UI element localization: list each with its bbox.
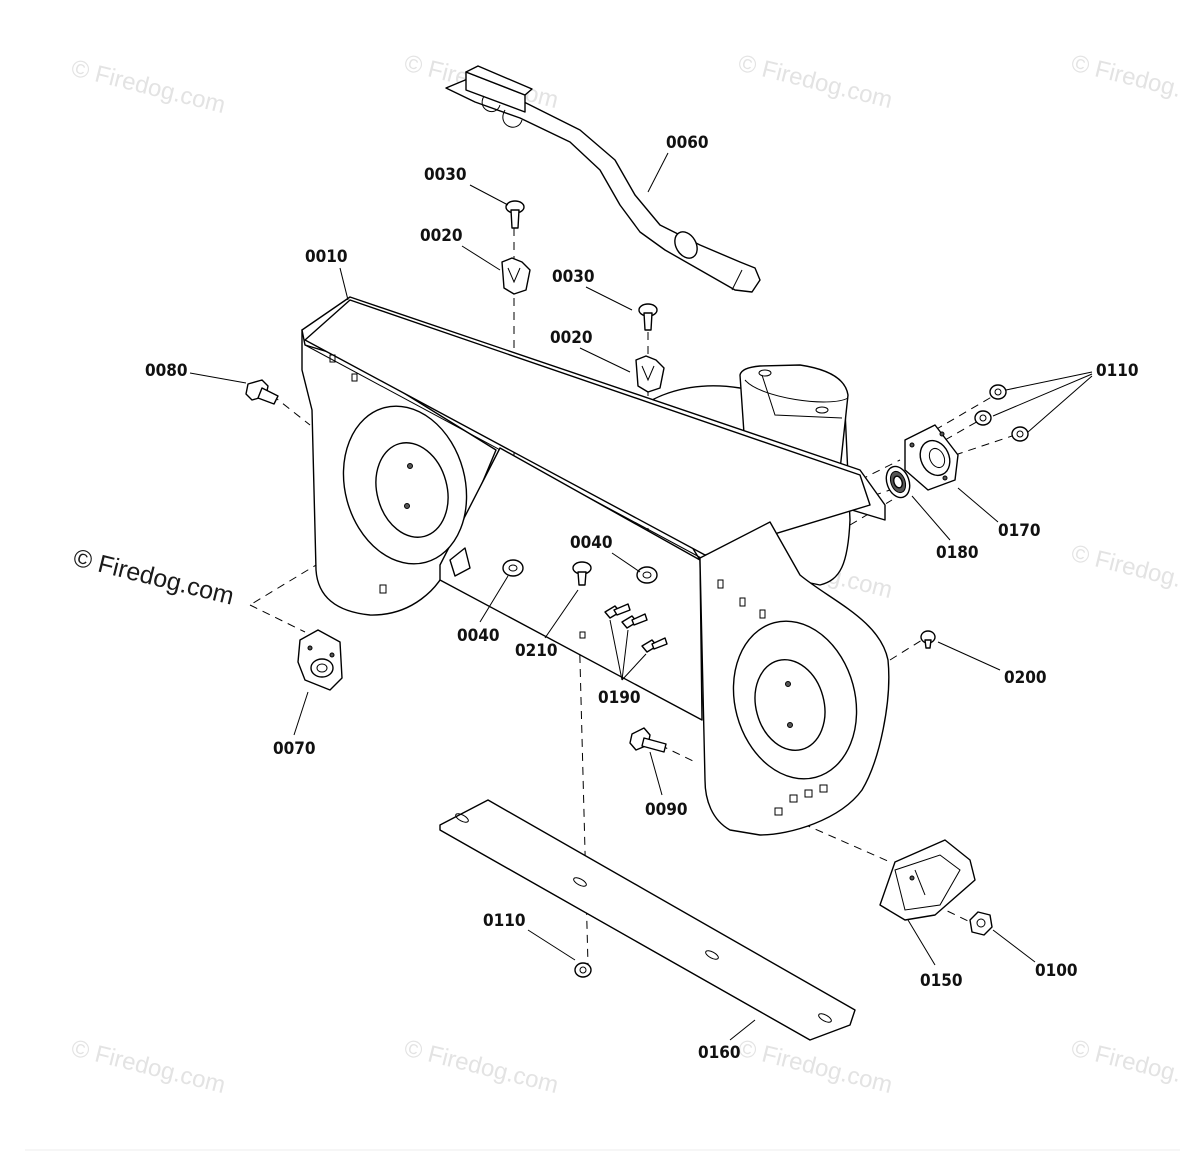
part-0190-bolts: [604, 603, 668, 653]
callout-0010: 0010: [305, 247, 348, 267]
callout-0200: 0200: [1004, 668, 1047, 688]
part-0180-bearing: [885, 465, 911, 499]
part-0090-bolt: [629, 727, 667, 753]
callout-0100: 0100: [1035, 961, 1078, 981]
part-0030-screw-mid: [638, 303, 658, 331]
watermark: © Firedog.com: [1069, 540, 1180, 604]
part-0020-clip-top: [501, 257, 531, 295]
leader-lines: [189, 152, 1093, 1041]
watermark: © Firedog.com: [1069, 1035, 1180, 1099]
callout-0080: 0080: [145, 361, 188, 381]
part-0040-nut-right: [636, 566, 658, 584]
watermark: © Firedog.com: [736, 50, 896, 114]
callout-0180: 0180: [936, 543, 979, 563]
part-0170-flange: [904, 424, 959, 491]
watermark: © Firedog.com: [69, 55, 229, 119]
callout-0020-mid: 0020: [550, 328, 593, 348]
part-0150-skid-shoe: [879, 839, 976, 921]
callout-0210: 0210: [515, 641, 558, 661]
callout-0060: 0060: [666, 133, 709, 153]
part-0020-clip-mid: [635, 355, 665, 393]
watermark: © Firedog.com: [69, 1035, 229, 1099]
callout-0070: 0070: [273, 739, 316, 759]
callout-0090: 0090: [645, 800, 688, 820]
part-0060-crank-rod: [445, 65, 761, 293]
watermark-main: © Firedog.com: [71, 544, 237, 611]
callout-0150: 0150: [920, 971, 963, 991]
watermark: © Firedog.com: [1069, 50, 1180, 114]
callout-labels: 0060 0030 0020 0010 0030 0020 0080 0110 …: [145, 133, 1139, 1063]
part-0040-nut-left: [502, 559, 524, 577]
part-0030-screw-top: [505, 200, 525, 229]
watermark: © Firedog.com: [402, 1035, 562, 1099]
watermark: © Firedog.com: [736, 1035, 896, 1099]
callout-0030-mid: 0030: [552, 267, 595, 287]
callout-0030-top: 0030: [424, 165, 467, 185]
callout-0160: 0160: [698, 1043, 741, 1063]
callout-0110-lower: 0110: [483, 911, 526, 931]
callout-0170: 0170: [998, 521, 1041, 541]
part-0080-bolt: [245, 379, 279, 405]
callout-0040-right: 0040: [570, 533, 613, 553]
part-0200-bolt: [920, 630, 936, 649]
part-0210-carriage-bolt: [572, 561, 592, 586]
part-0160-scraper-bar: [439, 799, 856, 1041]
callout-0020-top: 0020: [420, 226, 463, 246]
callout-0040-left: 0040: [457, 626, 500, 646]
part-0010-housing: [301, 296, 890, 836]
part-0110-nuts-upper: [974, 384, 1029, 442]
part-0070-flange: [297, 629, 343, 691]
part-0110-nut-lower: [574, 962, 592, 978]
part-0100-nut: [969, 911, 993, 936]
callout-0190: 0190: [598, 688, 641, 708]
callout-0110-upper: 0110: [1096, 361, 1139, 381]
